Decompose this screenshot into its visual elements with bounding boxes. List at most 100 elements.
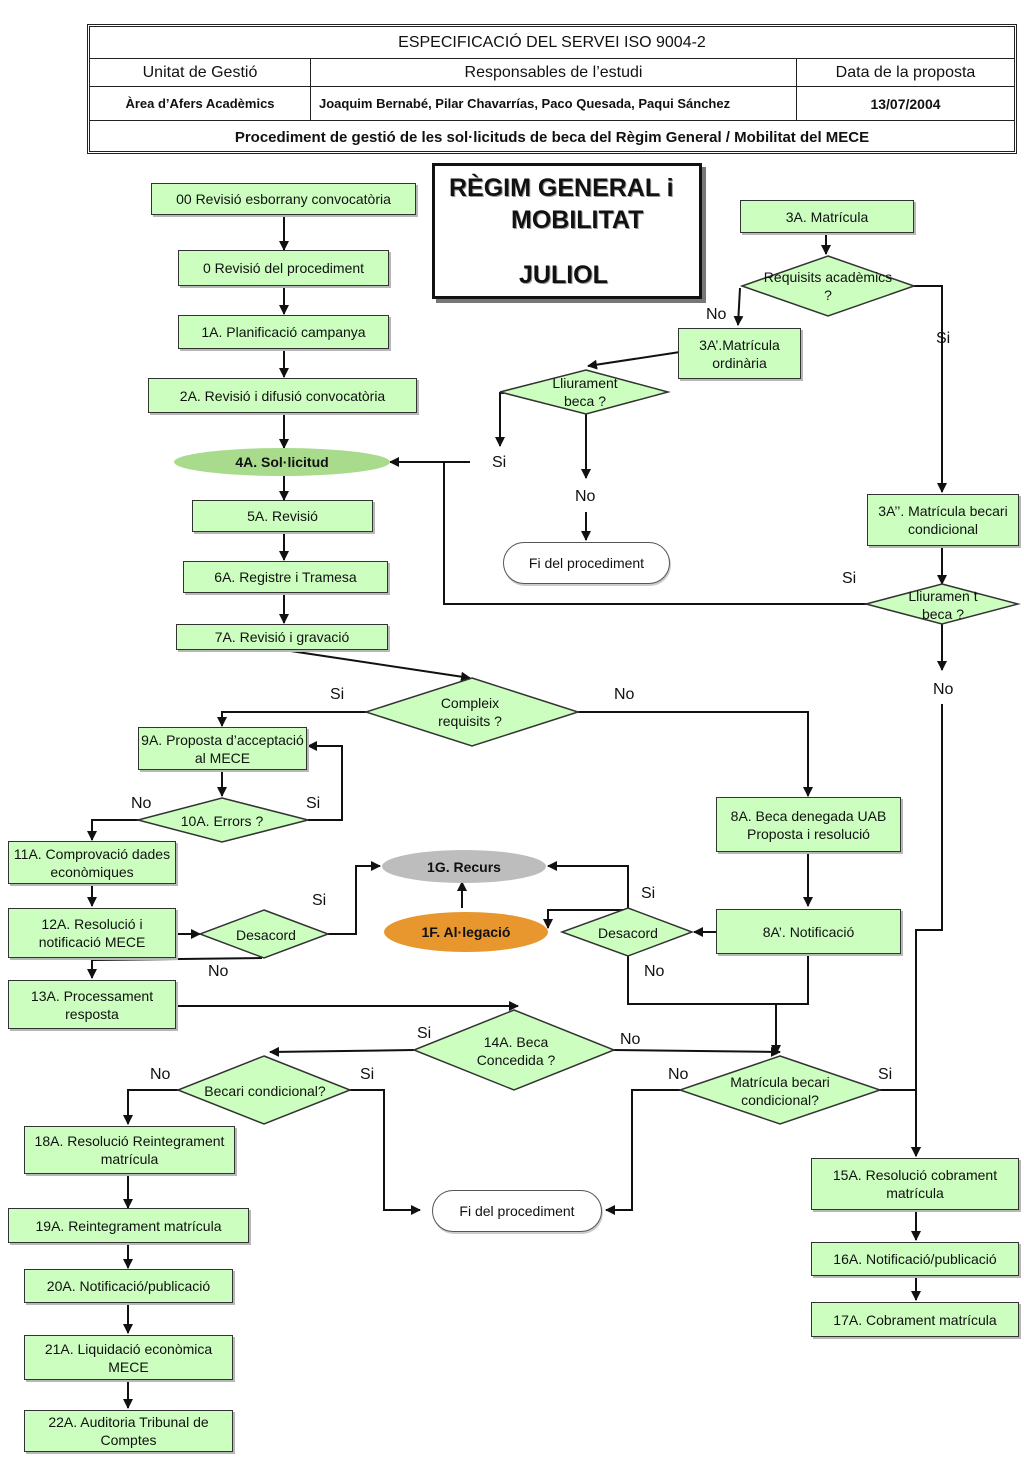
date-value: 13/07/2004 — [797, 87, 1014, 121]
node-00: 00 Revisió esborrany convocatòria — [151, 183, 416, 215]
node-2a: 2A. Revisió i difusió convocatòria — [148, 378, 417, 413]
decision-lliurament2-text: Lliuramen t beca ? — [908, 588, 978, 622]
edge-concedida-si — [269, 1046, 415, 1057]
node-3a: 3A. Matrícula — [740, 200, 914, 233]
edge-lliurament-si — [495, 392, 505, 447]
label-si-matricula: Si — [878, 1066, 893, 1083]
node-3a1: 3A’.Matrícula ordinària — [678, 328, 801, 379]
diagram-title-line3: JULIOL — [519, 261, 608, 289]
decision-concedida-text: 14A. Beca Concedida ? — [476, 1034, 556, 1068]
node-19a: 19A. Reintegrament matrícula — [8, 1208, 249, 1243]
edge-compleix-si — [217, 711, 368, 727]
decision-becari — [175, 1055, 353, 1125]
edge-compleix-no — [578, 711, 813, 797]
node-21a: 21A. Liquidació econòmica MECE — [24, 1335, 233, 1380]
label-no-compleix: No — [614, 686, 635, 703]
decision-becari-text: Becari condicional? — [204, 1083, 326, 1099]
header-title: ESPECIFICACIÓ DEL SERVEI ISO 9004-2 — [90, 27, 1014, 59]
decision-requisits-text: Requisits acadèmics ? — [763, 269, 893, 303]
node-4a: 4A. Sol·licitud — [174, 448, 390, 476]
node-12a: 12A. Resolució i notificació MECE — [8, 908, 176, 958]
label-no-concedida: No — [620, 1031, 641, 1048]
decision-concedida — [411, 1009, 617, 1091]
edge-lliurament2-si — [443, 462, 868, 605]
decision-desacord2-text: Desacord — [598, 925, 658, 941]
label-si-lliurament2: Si — [842, 570, 857, 587]
decision-desacord2 — [559, 907, 695, 957]
edge-matricula-si — [878, 1089, 921, 1157]
label-si-errors: Si — [306, 795, 321, 812]
label-no-desacord2: No — [644, 963, 665, 980]
label-si-lliurament1: Si — [492, 454, 507, 471]
label-no-becari: No — [150, 1066, 171, 1083]
edge-3a1-lliurament — [587, 351, 681, 370]
node-9a: 9A. Proposta d’acceptació al MECE — [138, 727, 307, 770]
decision-desacord1 — [197, 909, 331, 959]
decision-matricula-text: Matrícula becari condicional? — [730, 1074, 830, 1108]
node-0: 0 Revisió del procediment — [178, 250, 389, 286]
edge-becari-no — [123, 1089, 180, 1125]
node-16a: 16A. Notificació/publicació — [811, 1242, 1019, 1276]
edge-lliurament2-no — [911, 704, 943, 1157]
date-label: Data de la proposta — [797, 59, 1014, 87]
diagram-title-line2: MOBILITAT — [511, 206, 644, 234]
label-si-compleix: Si — [330, 686, 345, 703]
label-no-requisits: No — [706, 306, 727, 323]
decision-lliurament1-text: Lliurament beca ? — [552, 375, 618, 409]
edge-12a-13a — [87, 957, 263, 979]
diagram-title-box: RÈGIM GENERAL i MOBILITAT JULIOL — [432, 163, 702, 299]
node-22a: 22A. Auditoria Tribunal de Comptes — [24, 1410, 233, 1452]
label-no-errors: No — [131, 795, 152, 812]
edge-desacord-recurs — [328, 861, 381, 935]
label-si-requisits: Si — [936, 330, 951, 347]
edge-desacord2-alegacio — [543, 909, 628, 929]
decision-errors — [135, 797, 309, 843]
node-15a: 15A. Resolució cobrament matrícula — [811, 1158, 1019, 1210]
node-17a: 17A. Cobrament matrícula — [811, 1302, 1019, 1337]
label-no-matricula: No — [668, 1066, 689, 1083]
label-no-lliurament1: No — [575, 488, 596, 505]
label-no-desacord1: No — [208, 963, 229, 980]
edge-becari-si — [350, 1089, 421, 1215]
unit-value: Àrea d’Afers Acadèmics — [90, 87, 311, 121]
node-18a: 18A. Resolució Reintegrament matrícula — [24, 1126, 235, 1174]
edge-errors-si — [307, 741, 343, 821]
edge-matricula-no — [605, 1089, 680, 1215]
decision-desacord1-text: Desacord — [236, 927, 296, 943]
decision-lliurament2 — [863, 583, 1021, 625]
label-si-concedida: Si — [417, 1025, 432, 1042]
label-si-becari: Si — [360, 1066, 375, 1083]
node-6a: 6A. Registre i Tramesa — [183, 561, 388, 593]
edge-8a1-down — [776, 954, 809, 1005]
edge-7a-compleix — [283, 649, 471, 682]
node-fi-1: Fi del procediment — [503, 542, 670, 584]
header-table: ESPECIFICACIÓ DEL SERVEI ISO 9004-2 Unit… — [87, 24, 1017, 154]
label-si-desacord2: Si — [641, 885, 656, 902]
edge-desacord2-recurs — [547, 861, 629, 908]
decision-requisits — [739, 255, 917, 317]
label-no-lliurament2: No — [933, 681, 954, 698]
node-3a2: 3A’’. Matrícula becari condicional — [867, 494, 1019, 546]
responsibles-label: Responsables de l’estudi — [311, 59, 797, 87]
node-11a: 11A. Comprovació dades econòmiques — [8, 841, 176, 884]
decision-compleix — [363, 677, 581, 747]
decision-matricula — [677, 1055, 883, 1125]
label-si-desacord1: Si — [312, 892, 327, 909]
node-7a: 7A. Revisió i gravació — [176, 624, 388, 650]
edge-concedida-no — [611, 1046, 781, 1057]
diagram-title-line1: RÈGIM GENERAL i — [449, 174, 674, 202]
node-13a: 13A. Processament resposta — [8, 980, 176, 1029]
node-1f-alegacio: 1F. Al·legació — [384, 912, 548, 952]
node-1a: 1A. Planificació campanya — [178, 315, 389, 349]
procedure-title: Procediment de gestió de les sol·licitud… — [234, 129, 870, 146]
unit-label: Unitat de Gestió — [90, 59, 311, 87]
decision-lliurament1 — [499, 369, 671, 415]
edge-errors-no — [87, 819, 140, 841]
decision-compleix-text: Compleix requisits ? — [438, 695, 502, 729]
node-fi-2: Fi del procediment — [432, 1190, 602, 1232]
node-8a: 8A. Beca denegada UAB Proposta i resoluc… — [716, 797, 901, 852]
decision-errors-text: 10A. Errors ? — [180, 813, 264, 829]
edge-desacord2-no — [627, 956, 781, 1055]
node-8a1: 8A’. Notificació — [716, 909, 901, 954]
